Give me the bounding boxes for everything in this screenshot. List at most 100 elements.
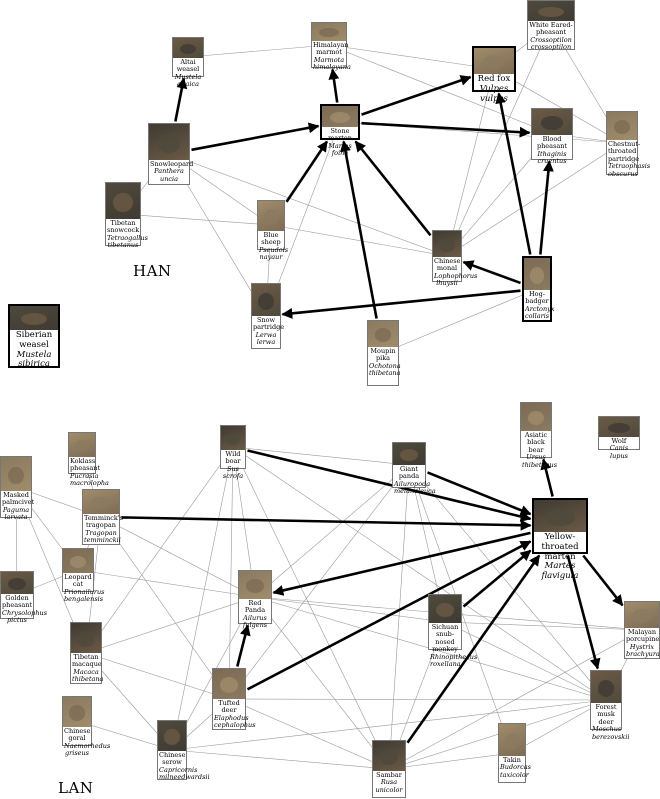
animal-silhouette xyxy=(436,602,454,618)
animal-silhouette xyxy=(69,705,85,721)
scientific-name: Sus scrofa xyxy=(222,464,244,481)
animal-photo xyxy=(239,571,271,599)
strong-edge-hog-badger-to-blood-pheasant xyxy=(539,160,554,255)
animal-silhouette xyxy=(504,732,520,750)
animal-silhouette xyxy=(164,729,180,745)
animal-photo xyxy=(252,284,280,316)
scientific-name: Budorcas taxicolor xyxy=(500,763,531,779)
common-name: Chinese monal xyxy=(434,257,461,273)
weak-edge-temmincks-tragopan-to-tufted-deer xyxy=(100,516,230,700)
animal-photo xyxy=(591,671,621,703)
animal-photo xyxy=(83,490,119,514)
animal-silhouette xyxy=(482,55,506,69)
animal-photo xyxy=(373,741,405,771)
common-name: Wolf xyxy=(611,437,627,445)
common-name: Blue sheep xyxy=(261,231,281,247)
scientific-name: Capricornis milneedwardsii xyxy=(159,765,210,782)
common-name: Temminck's tragopan xyxy=(84,514,123,530)
common-name: Red fox xyxy=(477,74,511,84)
weak-edge-wild-boar-to-forest-musk-deer xyxy=(232,446,607,701)
strong-edge-stone-marten-to-red-fox xyxy=(361,75,472,116)
scientific-name: Naemorhedus griseus xyxy=(64,741,111,758)
common-name: Altai weasel xyxy=(176,58,200,74)
scientific-name: Chrysolophus pictus xyxy=(2,608,48,625)
scientific-name: Tetraogallus tibetanus xyxy=(107,233,148,250)
strong-edge-hog-badger-to-chinese-monal xyxy=(462,260,521,285)
weak-edge-wild-boar-to-sambar xyxy=(232,446,390,770)
scientific-name: Elaphodus cephalophus xyxy=(214,713,256,730)
animal-silhouette xyxy=(319,28,339,38)
common-name: Siberian weasel xyxy=(15,330,53,350)
animal-photo xyxy=(63,549,93,573)
scientific-name: Panthera uncia xyxy=(154,167,184,183)
scientific-name: Rusa unicolor xyxy=(375,778,403,794)
scientific-name: Martes foina xyxy=(328,141,352,158)
scientific-name: Prionailurus bengalensis xyxy=(64,587,105,604)
scientific-name: Martes flavigula xyxy=(541,561,579,582)
weak-edge-temmincks-tragopan-to-red-panda xyxy=(100,516,256,598)
weak-edge-tibetan-snowcock-to-blue-sheep xyxy=(122,213,272,226)
weak-edge-giant-panda-to-sambar xyxy=(388,464,410,770)
strong-edge-sichuan-monkey-to-yellow-throated-marten xyxy=(462,549,532,608)
animal-silhouette xyxy=(607,422,631,433)
animal-photo xyxy=(149,124,189,160)
common-name: Forest musk deer xyxy=(595,703,617,726)
animal-photo xyxy=(528,1,574,21)
weak-edge-sambar-to-takin xyxy=(388,752,513,770)
scientific-name: Lophophorus lhuysii xyxy=(434,271,478,288)
scientific-name: Rhinopithecus roxellana xyxy=(430,652,478,669)
strong-edge-wild-boar-to-yellow-throated-marten xyxy=(247,449,532,522)
scientific-name: Ailuropoda melanoleuca xyxy=(394,479,436,496)
common-name: Chinese goral xyxy=(64,727,91,743)
scientific-name: Tragopan temminckii xyxy=(84,528,121,545)
weak-edge-altai-weasel-to-himalayan-marmot xyxy=(187,44,330,58)
common-name: Asiatic black bear xyxy=(524,431,548,454)
strong-edge-snow-leopard-to-stone-marten xyxy=(191,122,320,152)
common-name: Blood pheasant xyxy=(536,135,568,151)
strong-edge-yellow-throated-marten-to-malayan-porcupine xyxy=(582,554,624,607)
animal-silhouette xyxy=(613,119,631,135)
common-name: Stone marten xyxy=(328,127,352,143)
animal-photo xyxy=(474,48,514,74)
animal-silhouette xyxy=(77,631,95,647)
strong-edge-temmincks-tragopan-to-yellow-throated-marten xyxy=(121,516,532,531)
animal-silhouette xyxy=(529,266,545,284)
strong-edge-sambar-to-yellow-throated-marten xyxy=(406,554,541,744)
weak-edge-sichuan-monkey-to-malayan-porcupine xyxy=(444,621,643,631)
common-name: Giant panda xyxy=(398,465,420,481)
weak-edge-himalayan-marmot-to-red-fox xyxy=(328,44,495,70)
animal-photo xyxy=(221,426,245,450)
scientific-name: Mustela altaica xyxy=(174,72,202,89)
animal-silhouette xyxy=(439,238,455,252)
common-name: Himalayan marmot xyxy=(313,41,349,57)
animal-silhouette xyxy=(329,111,351,123)
animal-photo xyxy=(534,500,586,532)
